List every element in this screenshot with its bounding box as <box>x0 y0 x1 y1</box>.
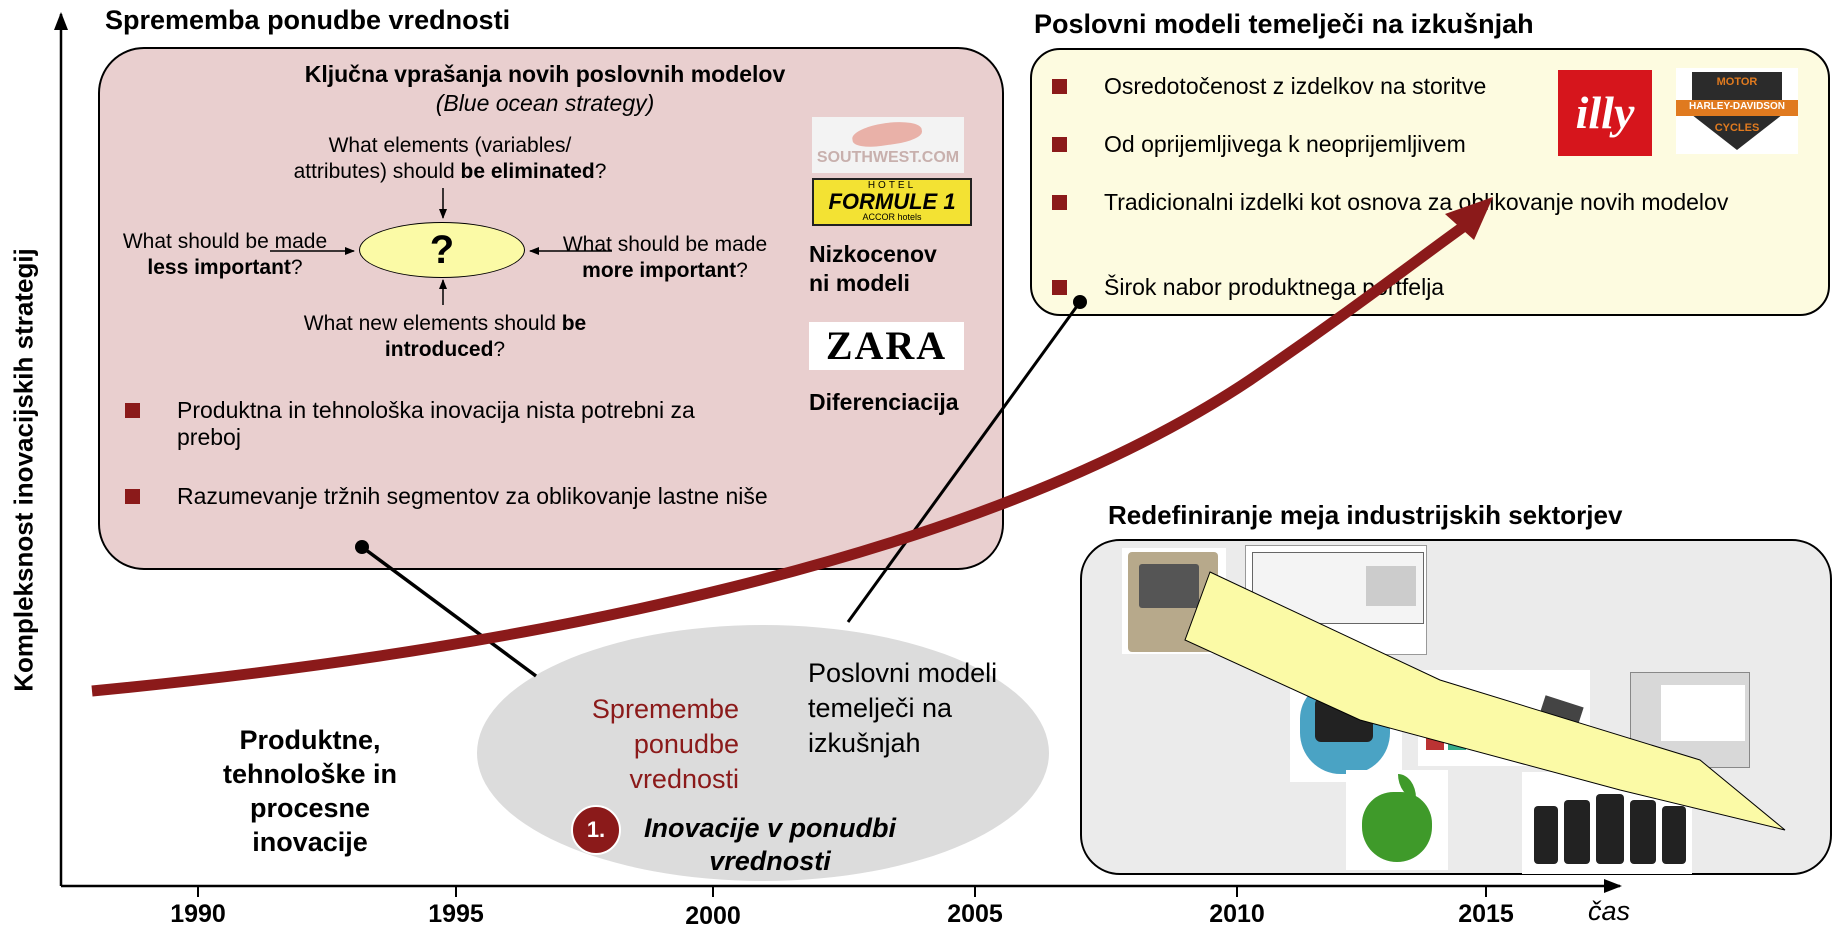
growth-curve-arrowhead <box>1445 197 1493 240</box>
formule1-logo: HOTEL FORMULE 1 ACCOR hotels <box>812 178 972 226</box>
connector-left <box>360 545 538 678</box>
number-badge: 1. <box>571 805 621 855</box>
question-bottom: What new elements should be introduced? <box>303 312 587 361</box>
itunes-image <box>1630 672 1750 768</box>
center-question-mark: ? <box>429 228 455 272</box>
question-right: What should be made more important? <box>562 233 768 282</box>
bullet-marker <box>125 403 140 418</box>
x-axis-label: čas <box>1588 896 1631 926</box>
bottom-left-text: Produktne, tehnološke in procesne inovac… <box>222 725 398 857</box>
apple-logo-image <box>1346 770 1448 870</box>
left-panel-title: Ključna vprašanja novih poslovnih modelo… <box>304 61 786 87</box>
ellipse-left-text: Spremembe ponudbe vrednosti <box>591 694 739 794</box>
lowcost-label: Nizkocenov ni modeli <box>809 241 937 296</box>
question-top: What elements (variables/ attributes) sh… <box>293 134 607 183</box>
ellipse-right-text: Poslovni modeli temelječi na izkušnjah <box>808 658 998 758</box>
diff-label: Diferenciacija <box>809 389 959 415</box>
question-left: What should be made less important? <box>122 230 328 279</box>
connector-right-dot <box>1073 295 1087 309</box>
left-bullet-1: Produktna in tehnološka inovacija nista … <box>177 397 695 450</box>
right-bullet-1: Osredotočenost z izdelkov na storitve <box>1104 73 1487 99</box>
ellipse-title: Inovacije v ponudbi vrednosti <box>643 813 897 876</box>
left-panel-header: Sprememba ponudbe vrednosti <box>105 5 511 35</box>
bullet-marker <box>1052 137 1067 152</box>
year-label: 2015 <box>1458 900 1514 928</box>
year-label: 1995 <box>428 900 484 928</box>
left-bullet-2: Razumevanje tržnih segmentov za oblikova… <box>177 483 768 509</box>
harley-davidson-logo: MOTOR HARLEY-DAVIDSON CYCLES <box>1676 68 1798 154</box>
center-question-ellipse <box>359 222 525 278</box>
right-bullet-2: Od oprijemljivega k neoprijemljivem <box>1104 131 1466 157</box>
year-label: 1990 <box>170 900 226 928</box>
right-bullet-3: Tradicionalni izdelki kot osnova za obli… <box>1104 189 1729 215</box>
growth-curve <box>91 217 1474 697</box>
left-panel-subtitle: (Blue ocean strategy) <box>435 90 655 116</box>
year-label: 2010 <box>1209 900 1265 928</box>
year-label: 2005 <box>947 900 1003 928</box>
bullet-marker <box>1052 280 1067 295</box>
right-top-header: Poslovni modeli temelječi na izkušnjah <box>1034 9 1534 39</box>
illy-logo: illy <box>1558 70 1652 156</box>
year-label: 2000 <box>685 902 741 930</box>
right-bottom-header: Redefiniranje meja industrijskih sektorj… <box>1108 500 1623 530</box>
zara-logo: ZARA <box>809 322 964 370</box>
product-timeline-ribbon <box>1184 571 1786 831</box>
bullet-marker <box>1052 195 1067 210</box>
apple-icon <box>1362 792 1432 862</box>
southwest-logo: SOUTHWEST.COM <box>812 117 964 173</box>
bullet-marker <box>125 489 140 504</box>
bullet-marker <box>1052 79 1067 94</box>
connector-right <box>846 301 1082 623</box>
connector-left-dot <box>355 540 369 554</box>
